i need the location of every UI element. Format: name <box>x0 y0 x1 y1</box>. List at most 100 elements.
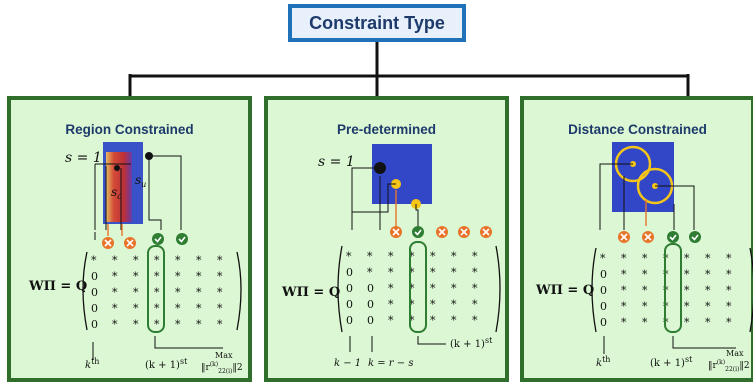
k-plus-one-label: (k + 1)st <box>145 357 188 371</box>
matrix-star: * <box>472 298 478 311</box>
matrix-star: * <box>133 254 139 267</box>
column-highlight <box>147 245 165 333</box>
matrix-star: * <box>621 252 627 265</box>
matrix-star: * <box>705 252 711 265</box>
matrix-star: * <box>642 284 648 297</box>
matrix-star: * <box>451 250 457 263</box>
matrix-star: * <box>346 250 352 263</box>
left-paren <box>337 245 343 333</box>
matrix-star: * <box>217 318 223 331</box>
matrix-star: * <box>409 298 415 311</box>
panel-distance-constrained: Distance Constrained WΠ = Q * * * * * * * 0 * * * *… <box>520 96 753 382</box>
matrix-star: * <box>472 250 478 263</box>
panel-title: Region Constrained <box>65 122 194 137</box>
matrix-star: * <box>154 254 160 267</box>
point-marker <box>114 165 120 171</box>
k-minus-one-label: k − 1 <box>334 358 361 369</box>
matrix-star: * <box>388 298 394 311</box>
matrix-star: * <box>642 268 648 281</box>
matrix-star: * <box>705 300 711 313</box>
matrix-star: * <box>642 300 648 313</box>
matrix-zero: 0 <box>600 284 607 297</box>
region-heatmap <box>106 152 132 222</box>
matrix-star: * <box>154 286 160 299</box>
matrix-zero: 0 <box>91 270 98 283</box>
panel-title: Pre-determined <box>336 122 437 137</box>
s-equals-label: s = 1 <box>65 150 102 166</box>
matrix-entries: *******0******0******0******0****** <box>91 254 223 331</box>
accept-icon <box>176 233 188 245</box>
region-diagram: s = 1 sc su WΠ = Q *******0******0******… <box>28 142 243 375</box>
matrix-star: * <box>175 318 181 331</box>
matrix-star: * <box>472 314 478 327</box>
matrix-star: * <box>196 286 202 299</box>
matrix-star: * <box>621 300 627 313</box>
matrix-star: * <box>112 270 118 283</box>
max-label: Max <box>726 349 744 358</box>
matrix-star: * <box>217 254 223 267</box>
matrix-zero: 0 <box>346 266 353 279</box>
matrix-star: * <box>621 316 627 329</box>
matrix-star: * <box>388 314 394 327</box>
left-paren <box>591 247 597 333</box>
matrix-star: * <box>409 250 415 263</box>
matrix-star: * <box>430 282 436 295</box>
column-highlight <box>664 243 682 333</box>
accept-icon <box>152 233 164 245</box>
matrix-star: * <box>684 252 690 265</box>
matrix-zero: 0 <box>600 316 607 329</box>
matrix-star: * <box>621 284 627 297</box>
matrix-star: * <box>684 316 690 329</box>
title-text: Constraint Type <box>309 12 445 33</box>
accept-icon <box>689 231 701 243</box>
reject-icon <box>480 226 492 238</box>
matrix-star: * <box>217 286 223 299</box>
matrix-star: * <box>112 302 118 315</box>
matrix-star: * <box>196 254 202 267</box>
matrix-star: * <box>112 254 118 267</box>
matrix-star: * <box>705 316 711 329</box>
k-plus-one-label: (k + 1)st <box>450 336 493 350</box>
matrix-star: * <box>409 266 415 279</box>
reject-icon <box>390 226 402 238</box>
accept-icon <box>667 231 679 243</box>
matrix-star: * <box>451 298 457 311</box>
matrix-star: * <box>409 282 415 295</box>
matrix-star: * <box>112 318 118 331</box>
matrix-star: * <box>175 302 181 315</box>
reject-icon <box>436 226 448 238</box>
matrix-star: * <box>451 282 457 295</box>
matrix-star: * <box>388 266 394 279</box>
right-paren <box>236 251 242 331</box>
matrix-star: * <box>217 270 223 283</box>
matrix-star: * <box>642 316 648 329</box>
right-paren <box>495 245 501 333</box>
norm-label: ‖r(k)22(i)‖2 <box>708 359 750 373</box>
equation-label: WΠ = Q <box>535 283 594 298</box>
matrix-star: * <box>705 268 711 281</box>
reject-icon <box>618 231 630 243</box>
matrix-star: * <box>600 252 606 265</box>
predetermined-square <box>372 144 432 204</box>
matrix-zero: 0 <box>346 314 353 327</box>
matrix-star: * <box>112 286 118 299</box>
equation-label: WΠ = Q <box>281 285 340 300</box>
matrix-star: * <box>726 300 732 313</box>
matrix-zero: 0 <box>600 300 607 313</box>
panel-pre-determined: Pre-determined s = 1 WΠ = Q * * * * * * * 0 * * * *… <box>264 96 509 382</box>
k-th-label: kth <box>85 357 99 371</box>
matrix-star: * <box>726 284 732 297</box>
matrix-star: * <box>367 250 373 263</box>
matrix-zero: 0 <box>346 282 353 295</box>
matrix-star: * <box>367 266 373 279</box>
matrix-star: * <box>472 282 478 295</box>
matrix-star: * <box>621 268 627 281</box>
matrix-zero: 0 <box>367 298 374 311</box>
k-equals-r-minus-s-label: k = r − s <box>368 358 413 369</box>
panel-title: Distance Constrained <box>568 122 707 137</box>
s-equals-label: s = 1 <box>318 154 355 170</box>
matrix-zero: 0 <box>91 286 98 299</box>
column-highlight <box>409 241 427 333</box>
matrix-star: * <box>726 316 732 329</box>
